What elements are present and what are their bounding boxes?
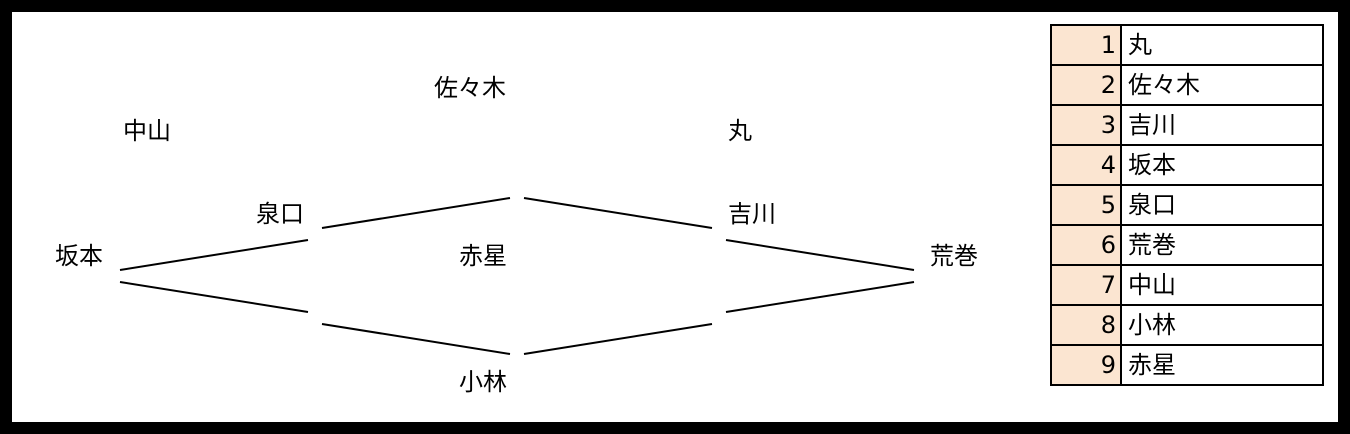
legend-number: 5: [1050, 184, 1122, 226]
legend-row: 3 吉川: [1050, 104, 1324, 146]
legend-name: 坂本: [1120, 144, 1324, 186]
legend-name: 佐々木: [1120, 64, 1324, 106]
legend-number: 2: [1050, 64, 1122, 106]
legend-number: 4: [1050, 144, 1122, 186]
node-nakayama: 中山: [123, 117, 171, 145]
node-maru: 丸: [728, 117, 752, 145]
legend-name: 赤星: [1120, 344, 1324, 386]
legend-number: 8: [1050, 304, 1122, 346]
edge-yoshikawa-aramaki: [725, 239, 915, 271]
legend-number: 1: [1050, 24, 1122, 66]
connection-lines: [119, 197, 915, 355]
legend-row: 2 佐々木: [1050, 64, 1324, 106]
legend-name: 泉口: [1120, 184, 1324, 226]
edge-kobayashi-lower-right: [523, 323, 713, 355]
legend-name: 丸: [1120, 24, 1324, 66]
legend-name: 小林: [1120, 304, 1324, 346]
edge-izumiguchi-sasaki: [321, 197, 511, 229]
legend-row: 8 小林: [1050, 304, 1324, 346]
legend-name: 中山: [1120, 264, 1324, 306]
legend-row: 1 丸: [1050, 24, 1324, 66]
legend-name: 荒巻: [1120, 224, 1324, 266]
edge-sakamoto-izumiguchi: [119, 239, 309, 271]
legend-row: 4 坂本: [1050, 144, 1324, 186]
node-akahoshi: 赤星: [459, 242, 507, 270]
legend-table: 1 丸 2 佐々木 3 吉川 4 坂本 5 泉口 6 荒巻: [1050, 24, 1324, 386]
legend-row: 5 泉口: [1050, 184, 1324, 226]
edge-lower-kobayashi: [321, 323, 511, 355]
legend-number: 9: [1050, 344, 1122, 386]
legend-name: 吉川: [1120, 104, 1324, 146]
diagram-canvas: 中山 佐々木 丸 泉口 吉川 坂本 赤星 荒巻 小林 1 丸 2 佐々木 3 吉…: [12, 12, 1338, 422]
node-sakamoto: 坂本: [55, 242, 103, 270]
edge-sasaki-yoshikawa: [523, 197, 713, 229]
node-kobayashi: 小林: [459, 368, 507, 396]
legend-number: 3: [1050, 104, 1122, 146]
legend-number: 6: [1050, 224, 1122, 266]
node-izumiguchi: 泉口: [256, 200, 304, 228]
node-aramaki: 荒巻: [930, 242, 978, 270]
edge-lower-right-aramaki: [725, 281, 915, 313]
legend-row: 7 中山: [1050, 264, 1324, 306]
edge-sakamoto-lower: [119, 281, 309, 313]
node-yoshikawa: 吉川: [728, 200, 776, 228]
legend-row: 9 赤星: [1050, 344, 1324, 386]
legend-number: 7: [1050, 264, 1122, 306]
legend-row: 6 荒巻: [1050, 224, 1324, 266]
node-sasaki: 佐々木: [434, 74, 506, 102]
